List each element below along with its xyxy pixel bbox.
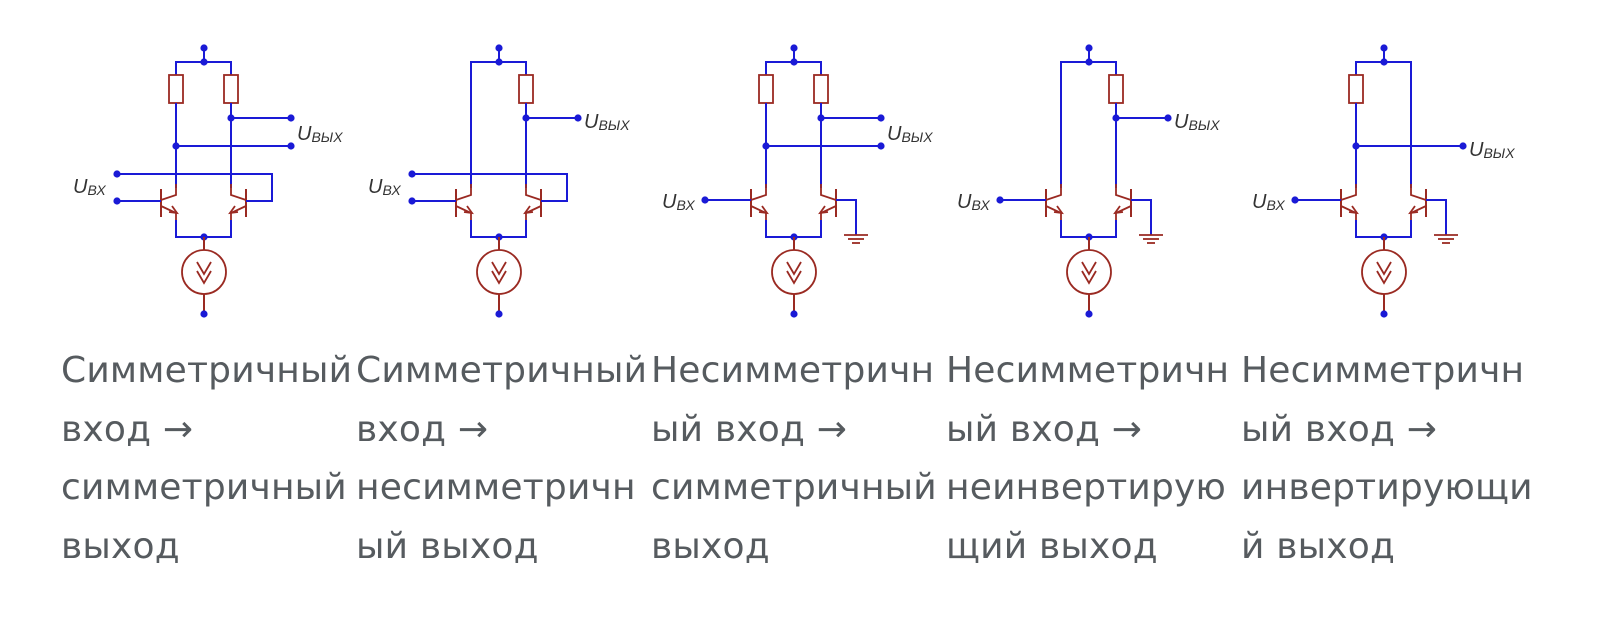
caption: Несимметричн ый вход → симметричный выхо… — [651, 342, 937, 576]
resistor-icon — [518, 74, 534, 104]
current-source-icon — [1361, 249, 1407, 295]
resistor-icon — [1348, 74, 1364, 104]
caption-line: инвертирующи — [1241, 467, 1533, 508]
panel-sym-in-sym-out: UВЫХ UВХ Симметричный вход → симметричный… — [0, 0, 352, 638]
caption-line: Симметричный — [356, 350, 648, 391]
resistor-icon — [758, 74, 774, 104]
wire — [470, 61, 527, 75]
caption-line: ый вход → — [1241, 408, 1438, 450]
panel-single-in-inv-out: UВЫХ UВХ Несимметричн ый вход → инвертиру… — [1180, 0, 1532, 638]
caption-line: вход → — [356, 408, 489, 450]
output-label: UВЫХ — [297, 123, 343, 145]
caption-line: ый вход → — [651, 408, 848, 450]
wire — [1426, 199, 1447, 235]
current-source-icon — [181, 249, 227, 295]
caption-line: ый выход — [356, 525, 539, 567]
resistor-icon — [223, 74, 239, 104]
panel-single-in-sym-out: UВЫХ UВХ Несимметричн ый вход → симметрич… — [590, 0, 937, 638]
wire — [175, 61, 232, 75]
junction-dot — [574, 114, 582, 122]
junction-dot — [495, 310, 503, 318]
caption-line: вход → — [61, 408, 194, 450]
junction-dot — [200, 310, 208, 318]
input-label: UВХ — [957, 191, 990, 213]
caption-line: й выход — [1241, 525, 1396, 567]
junction-dot — [1380, 310, 1388, 318]
circuit-diagram: UВЫХ UВХ — [73, 44, 343, 318]
input-label: UВХ — [1252, 191, 1285, 213]
circuit-diagram: UВЫХ UВХ — [957, 44, 1220, 318]
wire — [836, 199, 857, 235]
npn-transistor-icon — [1045, 184, 1064, 220]
junction-dot — [287, 142, 295, 150]
ground-icon — [844, 234, 868, 244]
caption: Симметричный вход → несимметричн ый выхо… — [356, 342, 648, 576]
caption-line: выход — [61, 525, 180, 567]
panel-single-in-noninv-out: UВЫХ UВХ Несимметричн ый вход → неинверти… — [885, 0, 1229, 638]
current-source-icon — [1066, 249, 1112, 295]
resistor-icon — [813, 74, 829, 104]
wire — [765, 61, 822, 75]
circuit-diagram: UВЫХ UВХ — [662, 44, 933, 318]
npn-transistor-icon — [523, 184, 542, 220]
caption-line: выход — [651, 525, 770, 567]
wire — [412, 173, 568, 202]
input-label: UВХ — [368, 176, 401, 198]
output-label: UВЫХ — [584, 111, 630, 133]
junction-dot — [877, 142, 885, 150]
caption-line: Симметричный — [61, 350, 353, 391]
input-label: UВХ — [73, 176, 106, 198]
panel-sym-in-single-out: UВЫХ UВХ Симметричный вход → несимметричн… — [295, 0, 647, 638]
current-source-icon — [476, 249, 522, 295]
npn-transistor-icon — [1340, 184, 1359, 220]
npn-transistor-icon — [1408, 184, 1427, 220]
caption-line: несимметричн — [356, 467, 636, 508]
npn-transistor-icon — [160, 184, 179, 220]
caption: Несимметричн ый вход → неинвертирую щий … — [946, 342, 1231, 576]
resistor-icon — [1108, 74, 1124, 104]
ground-icon — [1434, 234, 1458, 244]
junction-dot — [1085, 310, 1093, 318]
wire — [117, 173, 273, 202]
circuit-diagram: UВЫХ UВХ — [368, 44, 630, 318]
junction-dot — [1164, 114, 1172, 122]
caption-line: ый вход → — [946, 408, 1143, 450]
current-source-icon — [771, 249, 817, 295]
resistor-icon — [168, 74, 184, 104]
junction-dot — [287, 114, 295, 122]
caption-line: симметричный — [651, 467, 937, 508]
junction-dot — [1459, 142, 1467, 150]
caption-line: Несимметричн — [651, 350, 935, 391]
output-label: UВЫХ — [1469, 139, 1515, 161]
caption-line: Несимметричн — [1241, 350, 1525, 391]
circuit-diagram: UВЫХ UВХ — [1252, 44, 1515, 318]
npn-transistor-icon — [455, 184, 474, 220]
wire — [1060, 61, 1117, 75]
caption: Симметричный вход → симметричный выход — [61, 342, 353, 576]
npn-transistor-icon — [750, 184, 769, 220]
ground-icon — [1139, 234, 1163, 244]
output-label: UВЫХ — [887, 123, 933, 145]
npn-transistor-icon — [1113, 184, 1132, 220]
npn-transistor-icon — [818, 184, 837, 220]
caption-line: неинвертирую — [946, 467, 1227, 508]
junction-dot — [790, 310, 798, 318]
caption-line: Несимметричн — [946, 350, 1230, 391]
output-label: UВЫХ — [1174, 111, 1220, 133]
npn-transistor-icon — [228, 184, 247, 220]
caption: Несимметричн ый вход → инвертирующи й вы… — [1241, 342, 1533, 576]
input-label: UВХ — [662, 191, 695, 213]
caption-line: щий выход — [946, 525, 1158, 567]
junction-dot — [877, 114, 885, 122]
wire — [1131, 199, 1152, 235]
caption-line: симметричный — [61, 467, 347, 508]
wire — [1355, 61, 1412, 75]
